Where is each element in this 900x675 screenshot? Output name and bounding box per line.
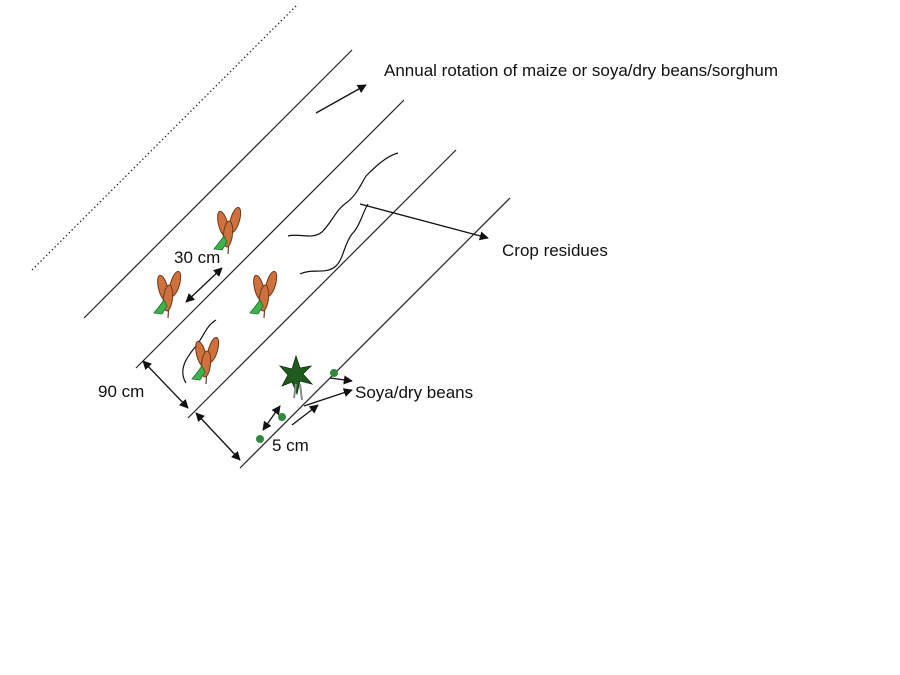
sorghum-plant-icon xyxy=(249,270,278,319)
field-row-5 xyxy=(239,197,511,469)
beans-label: Soya/dry beans xyxy=(355,383,473,402)
inter-row-arrow-1 xyxy=(142,360,189,409)
bean-plant-icon xyxy=(278,354,314,401)
beans-arrow xyxy=(303,388,353,407)
field-row-4 xyxy=(187,149,457,419)
field-rows xyxy=(31,3,511,469)
crop-residues-label: Crop residues xyxy=(502,241,608,260)
field-row-1 xyxy=(31,3,299,271)
bean-spacing-arrow-1 xyxy=(262,405,281,431)
inter-row-label: 90 cm xyxy=(98,382,144,401)
seed-dot xyxy=(256,435,264,443)
residue-line-2 xyxy=(299,203,369,275)
residue-line-1 xyxy=(287,152,399,237)
sorghum-plant-icon xyxy=(153,270,182,319)
inter-row-arrow-2 xyxy=(195,412,241,461)
field-row-2 xyxy=(83,49,353,319)
row-spacing-arrow xyxy=(185,267,223,303)
sorghum-plant-icon xyxy=(213,206,242,255)
sorghum-plants xyxy=(153,206,278,385)
rotation-arrow xyxy=(315,84,367,114)
crop-residues-arrow xyxy=(359,203,489,241)
field-row-3 xyxy=(135,99,405,369)
bean-spacing-label: 5 cm xyxy=(272,436,309,455)
annotation-arrows xyxy=(142,84,489,461)
row-spacing-label: 30 cm xyxy=(174,248,220,267)
rotation-label: Annual rotation of maize or soya/dry bea… xyxy=(384,61,778,80)
seed-dot xyxy=(278,413,286,421)
beans-arrow-2 xyxy=(329,375,353,385)
bean-spacing-arrow-2 xyxy=(291,404,319,426)
sorghum-plant-icon xyxy=(191,336,220,385)
seed-dot xyxy=(330,369,338,377)
